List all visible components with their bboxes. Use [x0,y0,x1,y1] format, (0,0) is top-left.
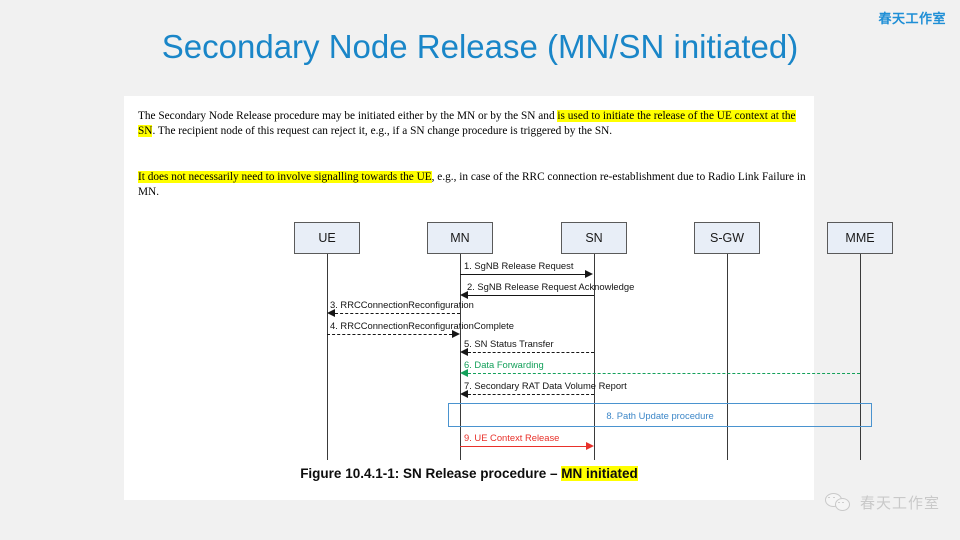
brand-watermark-top: 春天工作室 [878,12,946,27]
message-label-1: 1. SgNB Release Request [464,260,574,271]
arrow-head-left-icon-3 [327,309,335,317]
message-label-3: 3. RRCConnectionReconfiguration [330,299,474,310]
node-box-mme: MME [827,222,893,254]
path-update-procedure-box: 8. Path Update procedure [448,403,872,427]
message-label-2: 2. SgNB Release Request Acknowledge [467,281,635,292]
arrow-head-left-icon-7 [460,390,468,398]
lifeline-mme [859,254,861,460]
sequence-diagram: UE MN SN S-GW MME 1. SgNB Release Reques… [124,216,893,500]
figure-caption-prefix: Figure 10.4.1-1: SN Release procedure – [300,466,562,481]
wechat-icon [824,491,851,513]
page-title: Secondary Node Release (MN/SN initiated) [161,28,799,65]
message-label-5: 5. SN Status Transfer [464,338,554,349]
brand-watermark-bottom: 春天工作室 [824,491,940,513]
spec-paragraph-1: The Secondary Node Release procedure may… [138,110,796,137]
message-arrow-3 [335,313,460,314]
arrow-head-right-icon-1 [585,270,593,278]
arrow-head-right-icon-4 [452,330,460,338]
node-box-sgw: S-GW [694,222,760,254]
lifeline-sn [593,254,595,460]
lifeline-mn [459,254,461,460]
node-box-mn: MN [427,222,493,254]
spec-paragraph-2: It does not necessarily need to involve … [138,171,806,198]
lifeline-sgw [726,254,728,460]
arrow-head-right-icon-9 [586,442,594,450]
message-arrow-4 [327,334,452,335]
message-arrow-1 [460,274,585,275]
message-arrow-9 [460,446,586,447]
arrow-head-left-icon-5 [460,348,468,356]
message-label-6: 6. Data Forwarding [464,359,544,370]
node-box-ue: UE [294,222,360,254]
figure-panel: The Secondary Node Release procedure may… [124,96,893,500]
brand-watermark-bottom-label: 春天工作室 [859,493,940,512]
arrow-head-left-icon-6 [460,369,468,377]
message-label-8: 8. Path Update procedure [606,409,714,421]
node-box-sn: SN [561,222,627,254]
message-label-4: 4. RRCConnectionReconfigurationComplete [330,320,514,331]
message-arrow-5 [468,352,594,353]
message-arrow-2 [468,295,594,296]
message-label-7: 7. Secondary RAT Data Volume Report [464,380,627,391]
figure-caption-highlight: MN initiated [561,466,638,481]
message-arrow-6 [468,373,860,374]
message-label-9: 9. UE Context Release [464,432,560,443]
arrow-head-left-icon-2 [460,291,468,299]
message-arrow-7 [468,394,594,395]
figure-caption: Figure 10.4.1-1: SN Release procedure – … [124,466,814,481]
lifeline-ue [326,254,328,460]
